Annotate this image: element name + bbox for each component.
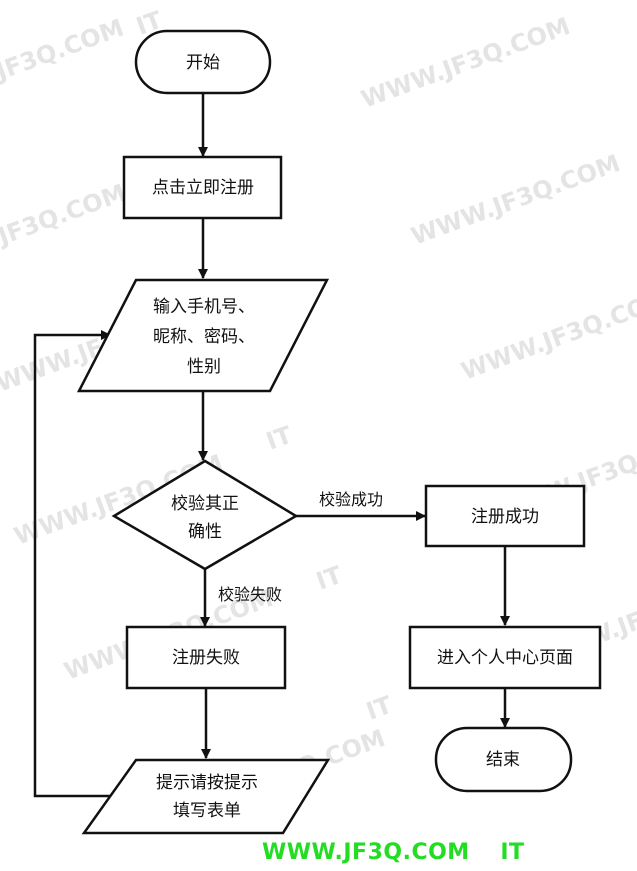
watermark-text: WWW.JF3Q.COM xyxy=(357,12,573,114)
validate-decision-node xyxy=(111,459,299,571)
validate-label-line2: 确性 xyxy=(188,522,222,542)
input-info-node xyxy=(76,278,330,393)
input-label-line1: 输入手机号、 xyxy=(153,297,255,317)
enter-center-label: 进入个人中心页面 xyxy=(437,648,573,668)
watermark-text: WWW.JF3Q.COM xyxy=(457,284,637,386)
node-labels: 开始 点击立即注册 输入手机号、 昵称、密码、 性别 校验其正 确性 注册失败 … xyxy=(152,53,573,821)
end-node xyxy=(434,726,573,793)
input-label-line3: 性别 xyxy=(187,357,221,377)
edge-label-validate-fail: 校验失败 xyxy=(218,585,282,604)
validate-label-line1: 校验其正 xyxy=(171,494,239,514)
prompt-label-line1: 提示请按提示 xyxy=(156,773,258,793)
footer-watermark: WWW.JF3Q.COM IT xyxy=(262,840,578,865)
watermark-text: JF3Q.COM xyxy=(0,14,127,87)
edges xyxy=(33,93,510,798)
enter-center-node xyxy=(408,625,602,690)
start-node xyxy=(134,29,272,95)
watermark-text: WWW.JF3Q.COM xyxy=(407,149,623,251)
register-success-label: 注册成功 xyxy=(471,507,539,527)
watermark-text: JF3Q.COM xyxy=(0,179,129,252)
nodes xyxy=(76,29,602,835)
watermark-layer: JF3Q.COM WWW.JF3Q.COM JF3Q.COM WWW.JF3Q.… xyxy=(0,5,637,825)
register-fail-node xyxy=(125,625,287,690)
watermark-text: IT xyxy=(262,420,296,455)
click-register-node xyxy=(122,155,283,220)
prompt-label-line2: 填写表单 xyxy=(173,801,241,821)
start-label: 开始 xyxy=(186,53,220,73)
register-success-node xyxy=(424,484,586,548)
register-fail-label: 注册失败 xyxy=(172,648,240,668)
edge-prompt-loop-back xyxy=(33,330,115,798)
input-label-line2: 昵称、密码、 xyxy=(153,327,255,347)
click-register-label: 点击立即注册 xyxy=(152,178,254,198)
watermark-text: IT xyxy=(312,560,346,595)
prompt-form-node xyxy=(81,758,331,835)
edge-label-validate-success: 校验成功 xyxy=(319,490,383,509)
end-label: 结束 xyxy=(486,750,520,770)
watermark-text: IT xyxy=(362,690,396,725)
